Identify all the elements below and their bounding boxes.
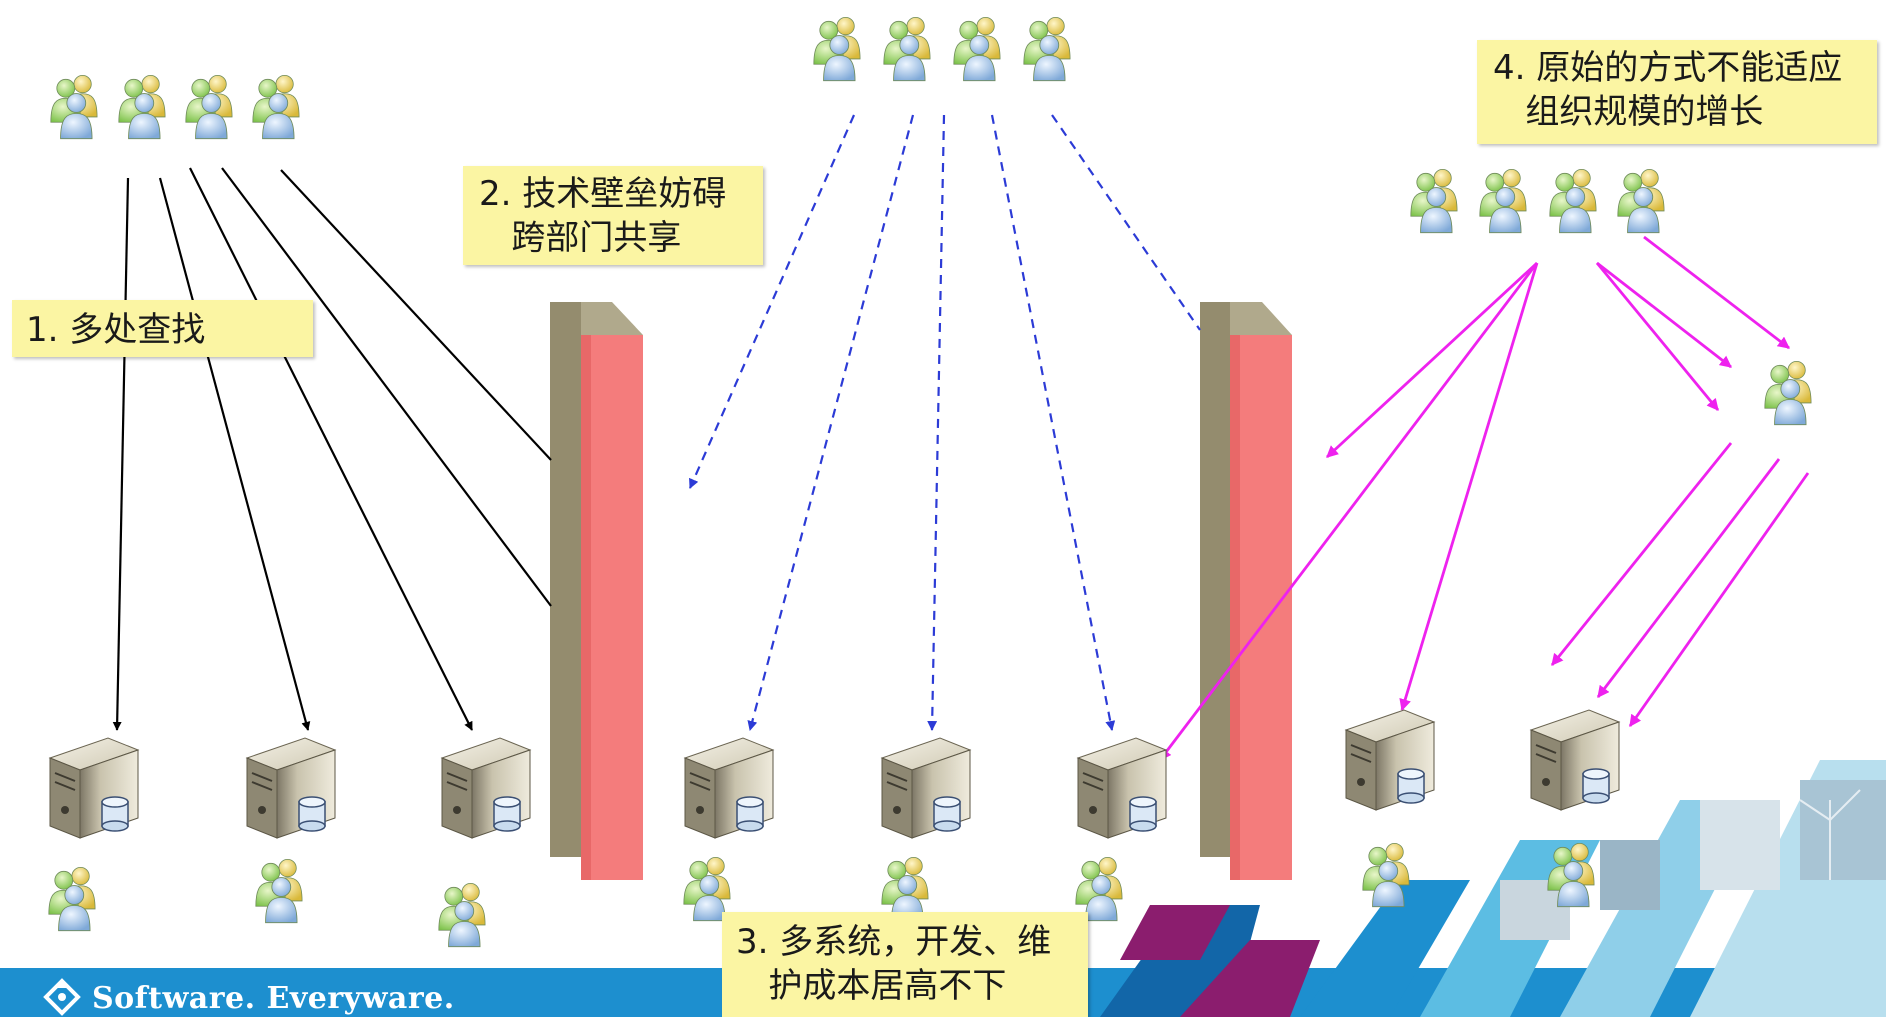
server-database-icon xyxy=(245,737,337,839)
user-group-icon xyxy=(1547,843,1595,908)
software-everyware-logo-icon xyxy=(43,978,81,1016)
magenta-arrow xyxy=(1158,262,1539,761)
server-database-icon xyxy=(440,737,532,839)
firewall-wall-icon xyxy=(1200,302,1292,880)
magenta-arrow xyxy=(1595,262,1720,411)
user-group-icon xyxy=(48,867,96,932)
brand-text: Software. Everyware. xyxy=(92,980,455,1016)
user-group-icon xyxy=(252,75,300,140)
dashed-arrow xyxy=(688,114,856,489)
solid-arrow xyxy=(221,167,552,607)
note-4-growth-limits: 4. 原始的方式不能适应 组织规模的增长 xyxy=(1477,40,1877,144)
footer-brand: Software. Everyware. xyxy=(92,978,455,1017)
magenta-arrow xyxy=(1628,472,1810,727)
user-group-icon xyxy=(50,75,98,140)
note-3-system-costs: 3. 多系统，开发、维 护成本居高不下 xyxy=(722,912,1088,1017)
dashed-arrow xyxy=(990,114,1116,731)
solid-arrow xyxy=(189,167,473,731)
dashed-arrow xyxy=(747,114,915,731)
user-groups xyxy=(48,17,1812,948)
server-database-icon xyxy=(1076,737,1168,839)
user-group-icon xyxy=(255,859,303,924)
dashed-arrow xyxy=(1051,114,1201,331)
user-group-icon xyxy=(1362,843,1410,908)
server-database-icon xyxy=(683,737,775,839)
user-group-icon xyxy=(118,75,166,140)
user-group-icon xyxy=(1764,361,1812,426)
magenta-arrow xyxy=(1326,261,1538,459)
user-group-icon xyxy=(1479,169,1527,234)
user-group-icon xyxy=(185,75,233,140)
magenta-arrow xyxy=(1596,261,1732,369)
server-database-icon xyxy=(1344,709,1436,811)
note-2-technical-barriers: 2. 技术壁垒妨碍 跨部门共享 xyxy=(463,166,763,265)
solid-arrow xyxy=(280,169,552,461)
magenta-arrow xyxy=(1550,442,1733,666)
solid-arrows xyxy=(112,167,552,731)
server-database-icon xyxy=(1529,709,1621,811)
magenta-arrows xyxy=(1158,235,1810,761)
user-group-icon xyxy=(1617,169,1665,234)
user-group-icon xyxy=(683,857,731,922)
user-group-icon xyxy=(1075,857,1123,922)
magenta-arrow xyxy=(1596,458,1781,698)
solid-arrow xyxy=(112,177,130,731)
server-database-icon xyxy=(880,737,972,839)
solid-arrow xyxy=(158,177,311,731)
user-group-icon xyxy=(883,17,931,82)
user-group-icon xyxy=(438,883,486,948)
user-group-icon xyxy=(1410,169,1458,234)
magenta-arrow xyxy=(1399,262,1539,712)
user-group-icon xyxy=(813,17,861,82)
magenta-arrow xyxy=(1643,235,1790,350)
servers xyxy=(48,709,1621,839)
dashed-arrows xyxy=(688,114,1201,731)
user-group-icon xyxy=(1549,169,1597,234)
user-group-icon xyxy=(1023,17,1071,82)
firewall-wall-icon xyxy=(550,302,643,880)
server-database-icon xyxy=(48,737,140,839)
note-1-multiple-search: 1. 多处查找 xyxy=(12,300,313,357)
user-group-icon xyxy=(881,857,929,922)
dashed-arrow xyxy=(927,114,946,731)
user-group-icon xyxy=(953,17,1001,82)
